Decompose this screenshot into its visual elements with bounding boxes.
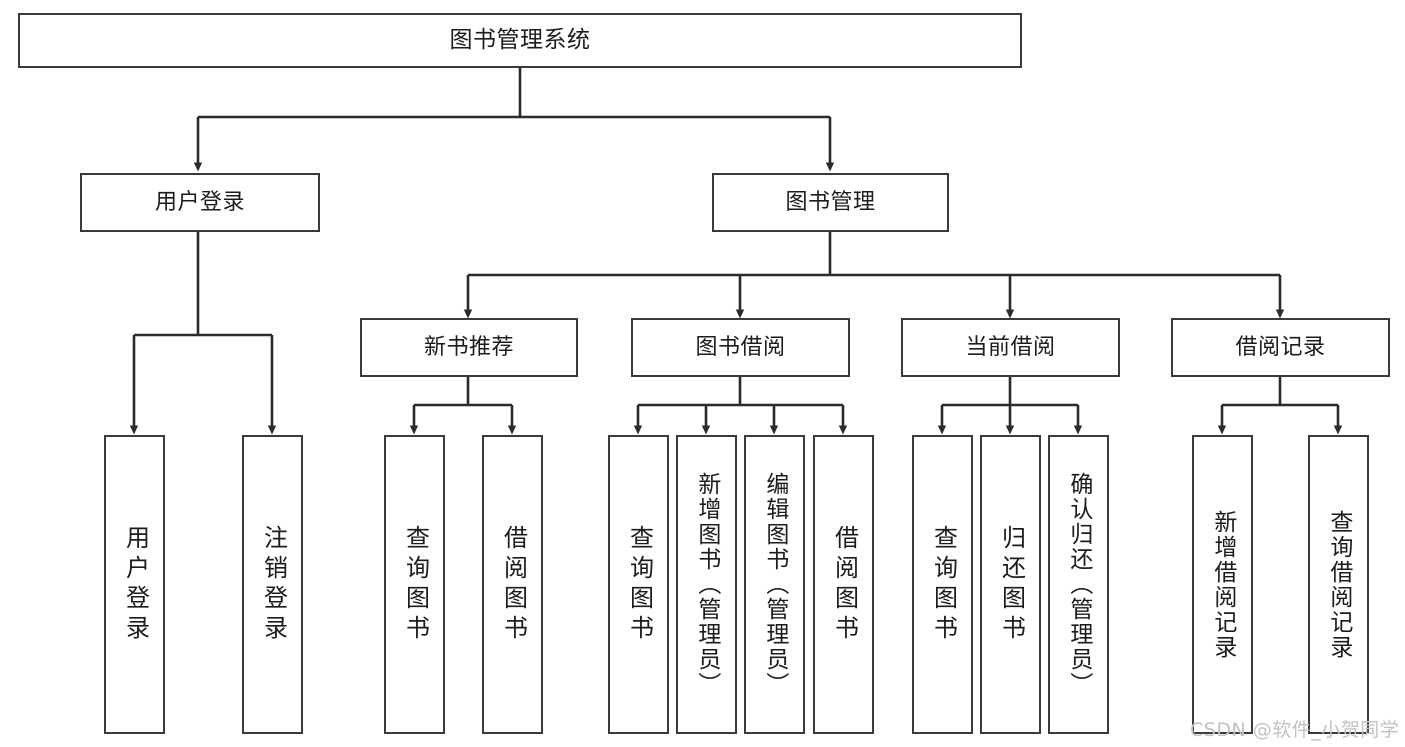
node-label: 图书管理系统	[449, 26, 591, 53]
node-label: 查询图书	[401, 524, 430, 645]
node-label: 新书推荐	[423, 334, 514, 360]
node-label: 借阅图书	[499, 524, 528, 645]
node-label: 借阅记录	[1235, 334, 1326, 360]
leaf-return-book[interactable]: 归还图书	[980, 435, 1041, 734]
watermark: CSDN @软件_小贺同学	[1190, 719, 1400, 741]
node-label: 新增图书（管理员）	[693, 472, 720, 697]
leaf-user-login[interactable]: 用户登录	[104, 435, 165, 734]
leaf-query-book-recommend[interactable]: 查询图书	[384, 435, 445, 734]
leaf-logout-login[interactable]: 注销登录	[242, 435, 303, 734]
node-label: 查询图书	[929, 524, 958, 645]
node-label: 图书管理	[785, 189, 876, 215]
node-label: 用户登录	[121, 524, 150, 645]
node-borrow-record[interactable]: 借阅记录	[1171, 318, 1390, 377]
node-label: 归还图书	[997, 524, 1026, 645]
leaf-query-borrow-record[interactable]: 查询借阅记录	[1308, 435, 1369, 734]
node-label: 确认归还（管理员）	[1065, 472, 1092, 697]
node-label: 新增借阅记录	[1209, 509, 1236, 660]
leaf-confirm-return-admin[interactable]: 确认归还（管理员）	[1048, 435, 1109, 734]
leaf-edit-book-admin[interactable]: 编辑图书（管理员）	[744, 435, 805, 734]
leaf-add-book-admin[interactable]: 新增图书（管理员）	[676, 435, 737, 734]
node-label: 当前借阅	[965, 334, 1056, 360]
node-label: 图书借阅	[695, 334, 786, 360]
node-book-management[interactable]: 图书管理	[712, 173, 949, 232]
node-label: 注销登录	[259, 524, 288, 645]
leaf-add-borrow-record[interactable]: 新增借阅记录	[1192, 435, 1253, 734]
node-root-book-management-system[interactable]: 图书管理系统	[18, 13, 1022, 68]
node-label: 用户登录	[154, 189, 245, 215]
node-new-book-recommend[interactable]: 新书推荐	[360, 318, 578, 377]
leaf-borrow-book-recommend[interactable]: 借阅图书	[482, 435, 543, 734]
leaf-borrow-book[interactable]: 借阅图书	[813, 435, 874, 734]
node-user-login[interactable]: 用户登录	[80, 173, 320, 232]
node-label: 查询借阅记录	[1325, 509, 1352, 660]
node-current-borrow[interactable]: 当前借阅	[901, 318, 1120, 377]
leaf-query-book-borrow[interactable]: 查询图书	[608, 435, 669, 734]
node-book-borrow[interactable]: 图书借阅	[631, 318, 850, 377]
node-label: 查询图书	[625, 524, 654, 645]
node-label: 编辑图书（管理员）	[761, 472, 788, 697]
node-label: 借阅图书	[830, 524, 859, 645]
leaf-query-book-current[interactable]: 查询图书	[912, 435, 973, 734]
